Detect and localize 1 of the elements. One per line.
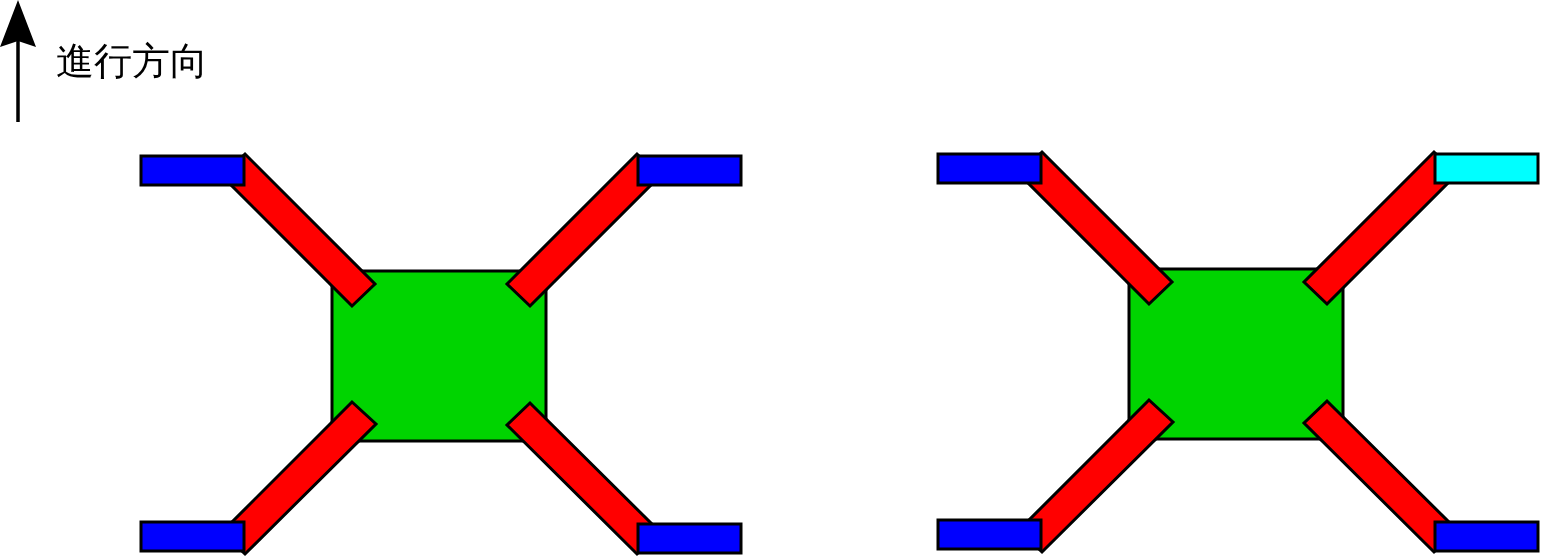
direction-label: 進行方向: [56, 42, 208, 80]
